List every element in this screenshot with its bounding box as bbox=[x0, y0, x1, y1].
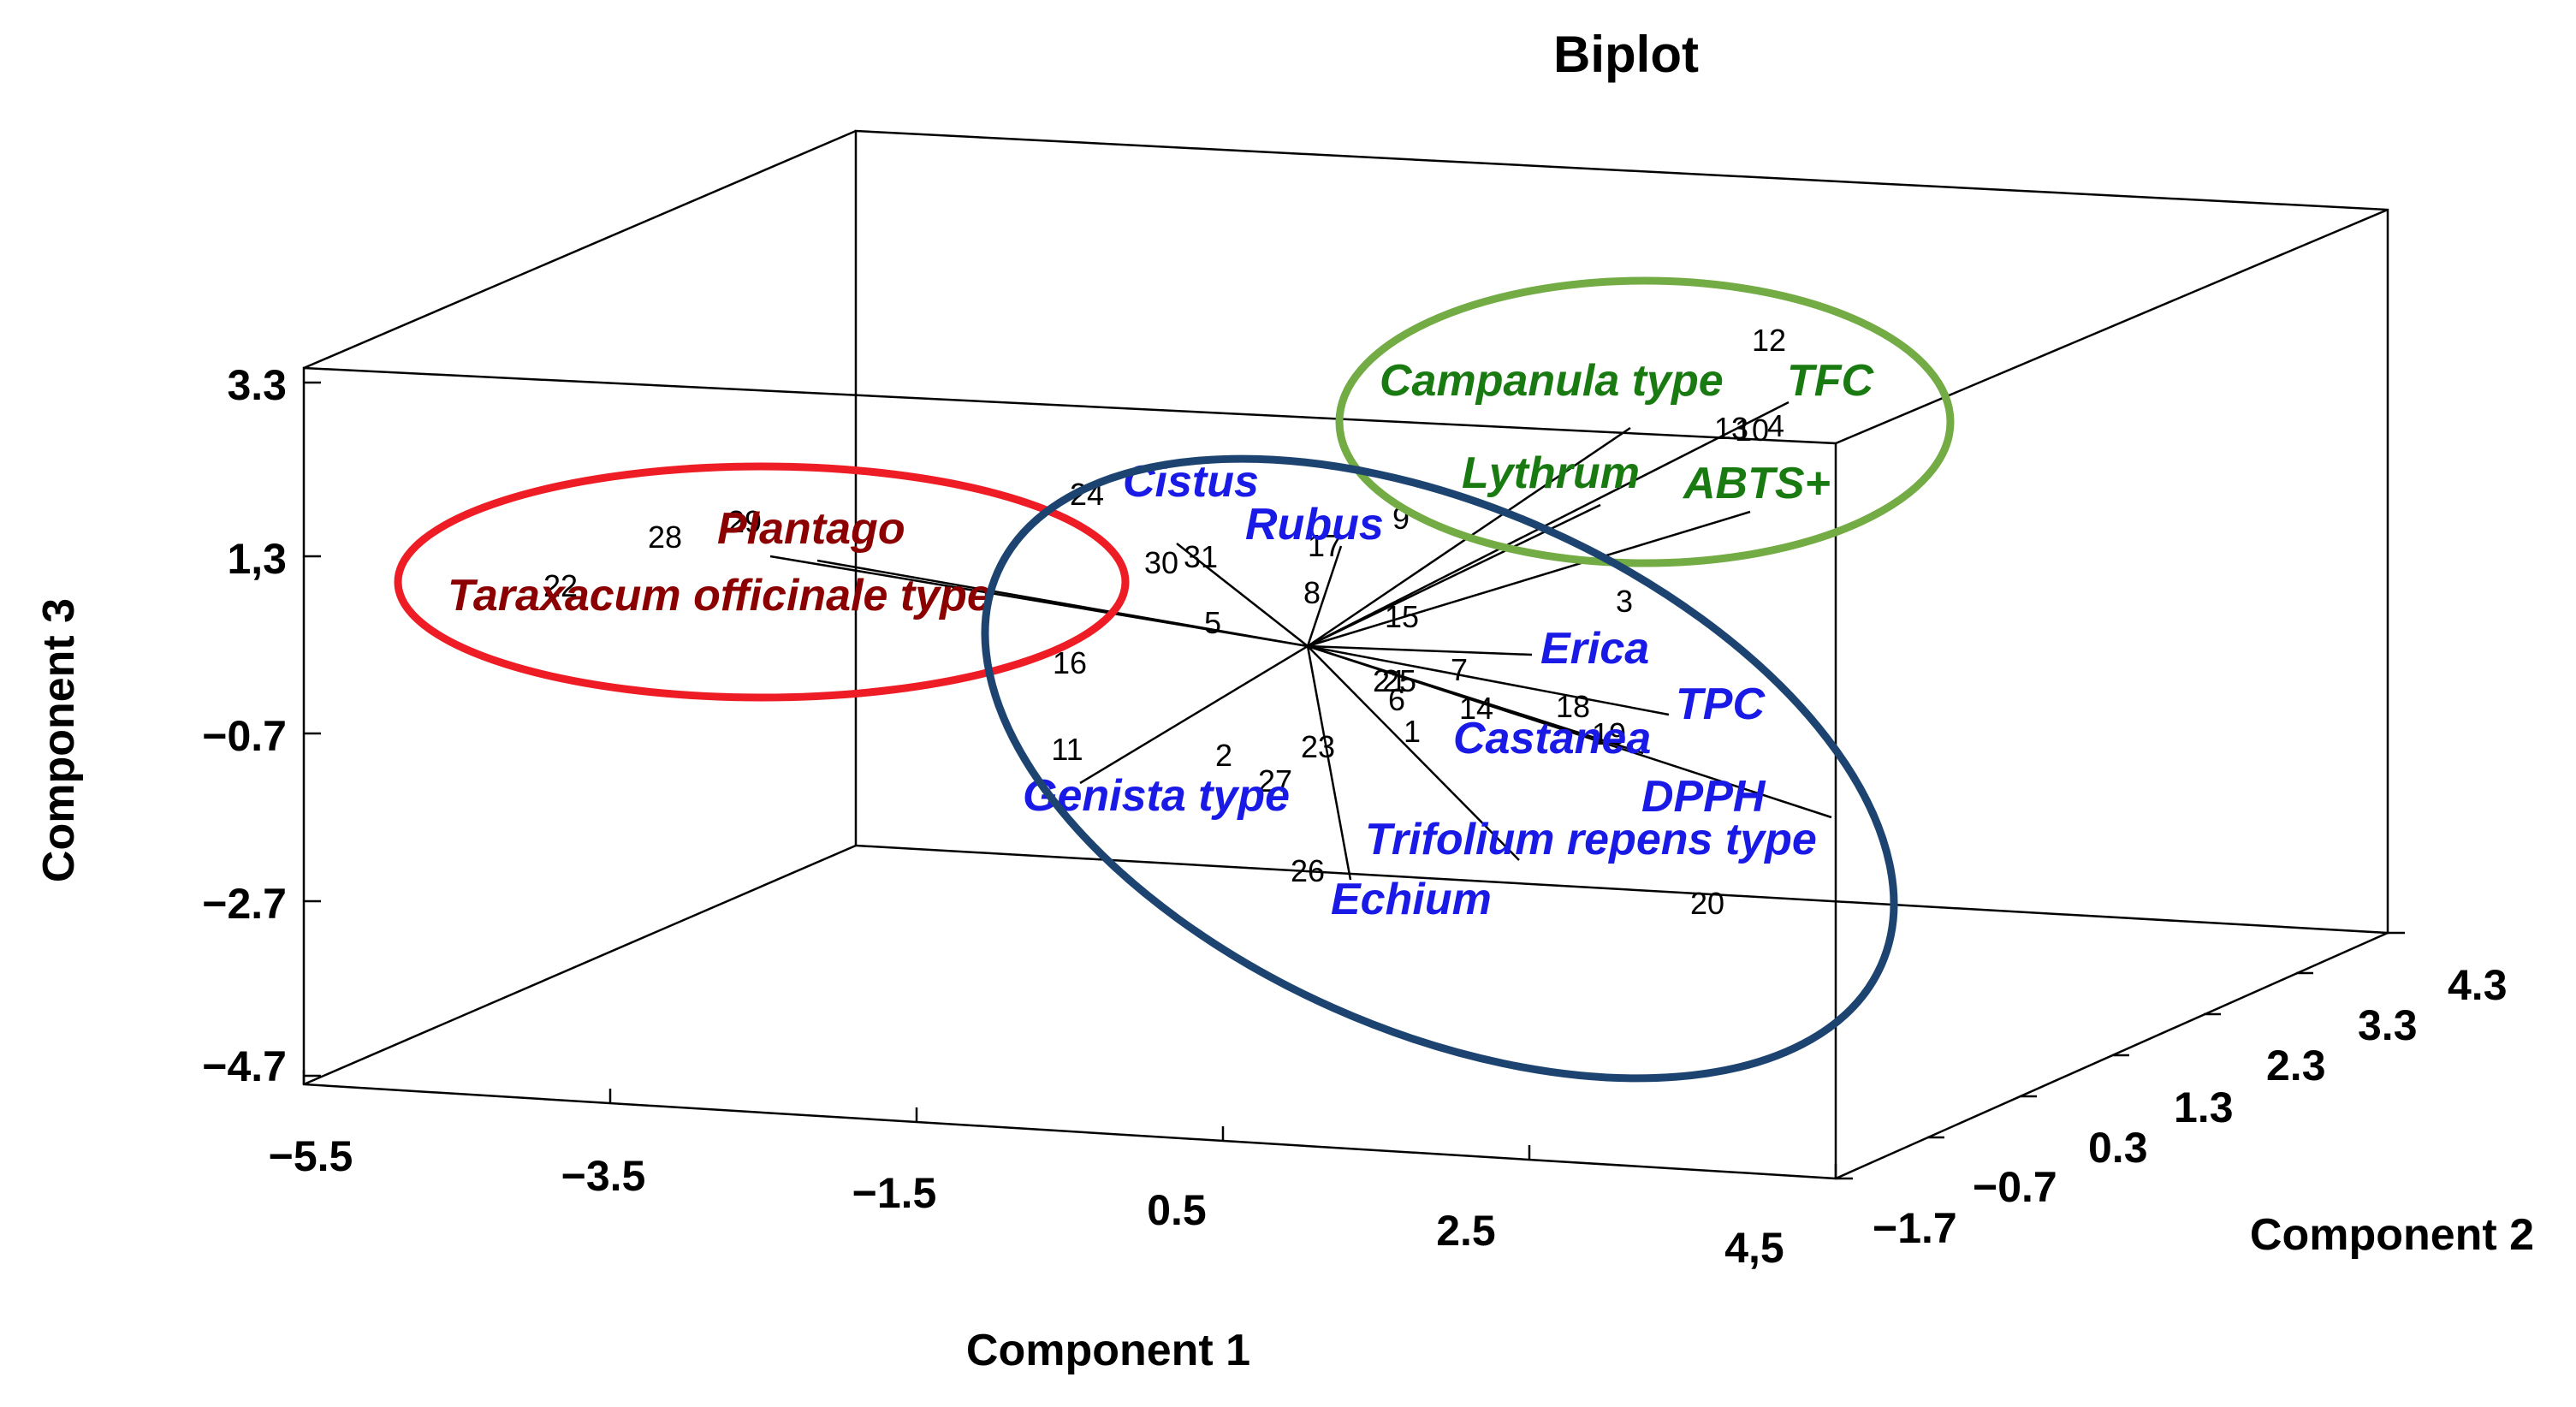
x-tick-label: 2.5 bbox=[1436, 1207, 1496, 1255]
variable-label: Plantago bbox=[717, 504, 905, 554]
y-axis-title: Component 2 bbox=[2250, 1210, 2534, 1260]
observation-label: 31 bbox=[1184, 539, 1218, 574]
observation-label: 18 bbox=[1556, 689, 1590, 724]
x-tick-label: −3.5 bbox=[561, 1152, 646, 1200]
observation-label: 29 bbox=[727, 504, 762, 539]
observation-label: 15 bbox=[1385, 599, 1419, 634]
y-tick-label: 0.3 bbox=[2088, 1124, 2148, 1172]
observation-label: 30 bbox=[1144, 545, 1178, 580]
z-tick-labels: 3.3 1,3 −0.7 −2.7 −4.7 bbox=[202, 361, 287, 1090]
variable-label: TFC bbox=[1787, 356, 1875, 406]
x-tick-labels: −5.5 −3.5 −1.5 0.5 2.5 4,5 bbox=[269, 1132, 1784, 1272]
y-tick-label: 2.3 bbox=[2266, 1042, 2326, 1089]
z-tick-label: −2.7 bbox=[202, 880, 287, 928]
observation-label: 2 bbox=[1215, 738, 1232, 773]
loading-vectors bbox=[769, 401, 1832, 881]
group-ellipses bbox=[394, 276, 1955, 1083]
z-axis-title: Component 3 bbox=[34, 598, 84, 882]
variable-label: Taraxacum officinale type bbox=[448, 571, 992, 620]
variable-label: DPPH bbox=[1641, 772, 1766, 822]
variable-label: Lythrum bbox=[1462, 448, 1640, 498]
observation-label: 10 bbox=[1735, 413, 1769, 448]
loading-vector bbox=[1306, 645, 1352, 881]
loading-vector bbox=[1307, 644, 1832, 819]
variable-label: Campanula type bbox=[1380, 356, 1724, 406]
red-group-ellipse bbox=[394, 462, 1130, 702]
y-tick-label: −0.7 bbox=[1973, 1163, 2057, 1211]
z-tick-label: −4.7 bbox=[202, 1042, 287, 1090]
z-tick-label: 3.3 bbox=[227, 361, 287, 409]
y-tick-label: 1.3 bbox=[2174, 1083, 2234, 1131]
variable-label: ABTS+ bbox=[1682, 459, 1831, 508]
y-tick-label: 4.3 bbox=[2448, 961, 2508, 1009]
plot-box bbox=[302, 129, 2389, 1180]
observation-label: 19 bbox=[1592, 716, 1626, 751]
variable-label: Castanea bbox=[1453, 714, 1651, 763]
x-tick-label: 4,5 bbox=[1724, 1224, 1784, 1272]
y-tick-label: −1.7 bbox=[1873, 1204, 1957, 1252]
loading-vector bbox=[1307, 644, 1533, 656]
observation-label: 25 bbox=[1382, 663, 1416, 698]
loading-vector bbox=[1306, 545, 1343, 647]
observation-label: 8 bbox=[1303, 575, 1321, 610]
observation-label: 3 bbox=[1616, 584, 1633, 619]
observation-label: 6 bbox=[1388, 682, 1405, 717]
observation-label: 28 bbox=[648, 519, 682, 555]
variable-label: Echium bbox=[1331, 875, 1492, 924]
observation-label: 14 bbox=[1459, 691, 1493, 726]
z-tick-label: −0.7 bbox=[202, 712, 287, 760]
loading-vector bbox=[769, 555, 1309, 648]
observation-label: 11 bbox=[1051, 732, 1083, 767]
blue-group-ellipse bbox=[981, 454, 1898, 1083]
loading-vector bbox=[1307, 644, 1670, 716]
observation-label: 13 bbox=[1714, 411, 1748, 446]
observation-label: 21 bbox=[1373, 663, 1407, 698]
green-group-ellipse bbox=[1335, 276, 1955, 567]
observation-label: 20 bbox=[1690, 886, 1724, 921]
observation-labels: 1234567891011121314151617181920212223242… bbox=[543, 323, 1786, 921]
loading-vector bbox=[1307, 401, 1790, 648]
loading-vector bbox=[1307, 510, 1751, 648]
observation-label: 23 bbox=[1301, 729, 1335, 764]
loading-vector bbox=[1079, 644, 1309, 785]
y-tick-label: 3.3 bbox=[2358, 1001, 2418, 1049]
y-tick-labels: −1.7 −0.7 0.3 1.3 2.3 3.3 4.3 bbox=[1873, 961, 2508, 1252]
z-tick-label: 1,3 bbox=[227, 535, 287, 583]
tick-marks bbox=[302, 381, 2405, 1180]
variable-label: Erica bbox=[1540, 624, 1649, 674]
loading-vector bbox=[1176, 543, 1309, 647]
x-tick-label: −5.5 bbox=[269, 1132, 353, 1180]
x-axis-title: Component 1 bbox=[966, 1326, 1250, 1375]
observation-label: 22 bbox=[543, 568, 578, 603]
variable-label: Trifolium repens type bbox=[1365, 815, 1817, 864]
observation-label: 27 bbox=[1258, 763, 1292, 798]
chart-title: Biplot bbox=[1553, 26, 1699, 83]
x-tick-label: 0.5 bbox=[1147, 1186, 1207, 1234]
observation-label: 1 bbox=[1404, 714, 1421, 749]
variable-label: Rubus bbox=[1245, 500, 1384, 549]
variable-label: TPC bbox=[1676, 680, 1766, 729]
loading-vector bbox=[1307, 645, 1520, 861]
observation-label: 17 bbox=[1308, 528, 1342, 563]
observation-label: 12 bbox=[1752, 323, 1786, 358]
observation-label: 26 bbox=[1291, 853, 1325, 888]
observation-label: 4 bbox=[1767, 408, 1784, 443]
observation-label: 5 bbox=[1204, 605, 1221, 640]
observation-label: 7 bbox=[1451, 652, 1468, 687]
x-tick-label: −1.5 bbox=[852, 1169, 937, 1217]
